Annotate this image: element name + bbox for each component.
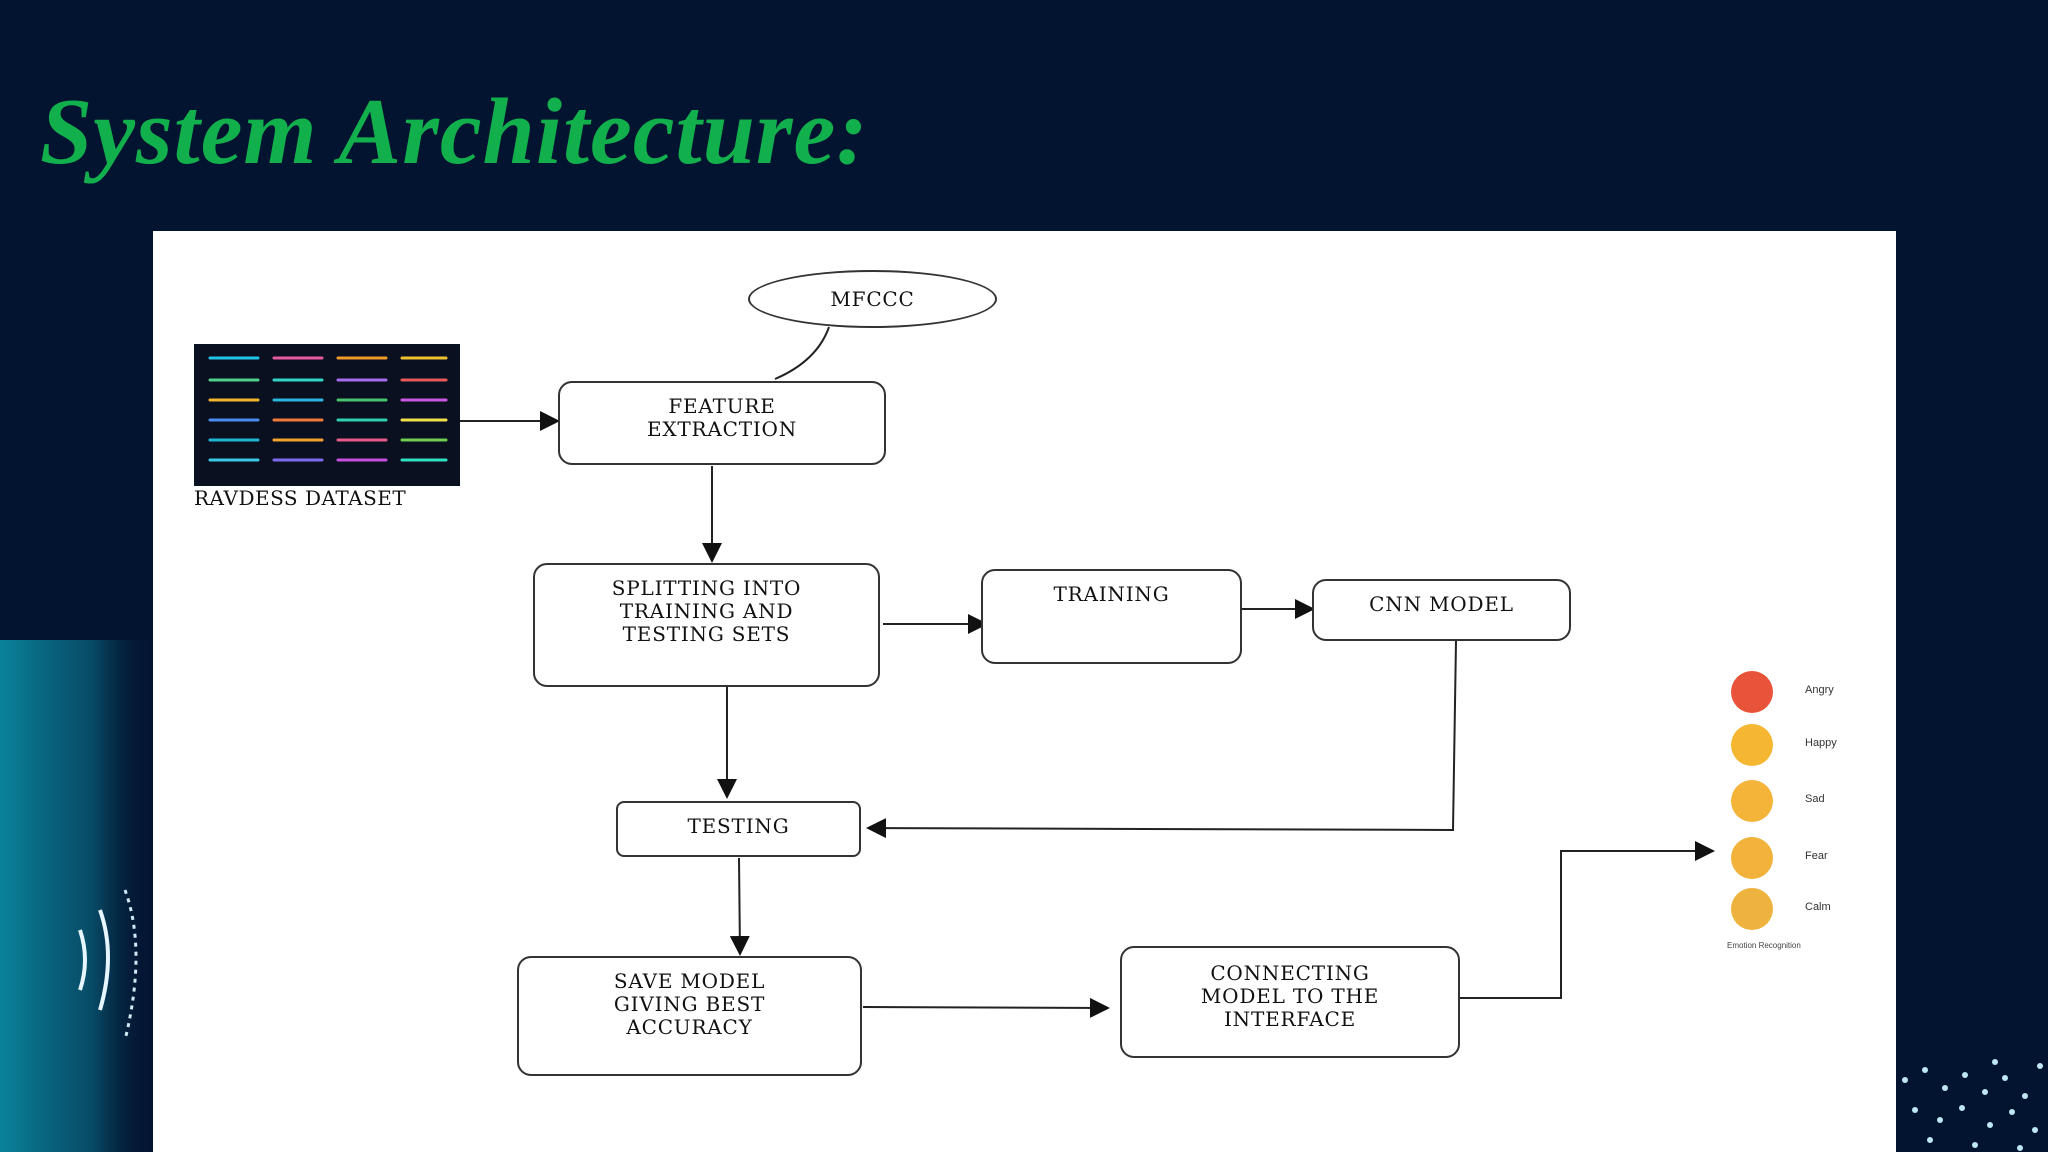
emotion-label: Calm [1805,901,1831,913]
sad-face-icon [1731,780,1773,822]
architecture-diagram: RAVDESS DATASET MFCCC FEATURE EXTRACTION… [153,231,1896,1152]
emotion-output-panel: Angry Happy Sad Fear Calm Emotion Recogn… [1719,671,1853,956]
dataset-label: RAVDESS DATASET [194,486,407,510]
emotion-item: Sad [1719,780,1853,824]
emotion-item: Calm [1719,888,1853,932]
happy-face-icon [1731,724,1773,766]
emotion-label: Fear [1805,850,1828,862]
emotion-label: Sad [1805,793,1825,805]
emotion-item: Happy [1719,724,1853,768]
cnn-to-testing-arrow [866,640,1457,839]
training-node: TRAINING [981,569,1242,664]
emotion-item: Angry [1719,671,1853,715]
save-to-connecting-arrow [862,997,1110,1018]
mfccc-node: MFCCC [748,270,997,328]
connecting-model-node: CONNECTING MODEL TO THE INTERFACE [1120,946,1460,1058]
testing-to-save-arrow [729,857,750,956]
save-model-node: SAVE MODEL GIVING BEST ACCURACY [517,956,862,1076]
emotion-item: Fear [1719,837,1853,881]
diagram-connectors [458,326,1715,1018]
connecting-to-output-arrow [1459,841,1715,999]
emotion-label: Angry [1805,684,1834,696]
mfccc-connector [774,326,830,380]
angry-face-icon [1731,671,1773,713]
fear-face-icon [1731,837,1773,879]
testing-node: TESTING [616,801,861,857]
slide-title: System Architecture: [40,80,869,184]
emotion-label: Happy [1805,737,1837,749]
ravdess-dataset-image [194,344,460,486]
feature-extraction-node: FEATURE EXTRACTION [558,381,886,465]
emotion-caption: Emotion Recognition [1727,941,1801,950]
cnn-model-node: CNN MODEL [1312,579,1571,641]
splitting-node: SPLITTING INTO TRAINING AND TESTING SETS [533,563,880,687]
calm-face-icon [1731,888,1773,930]
